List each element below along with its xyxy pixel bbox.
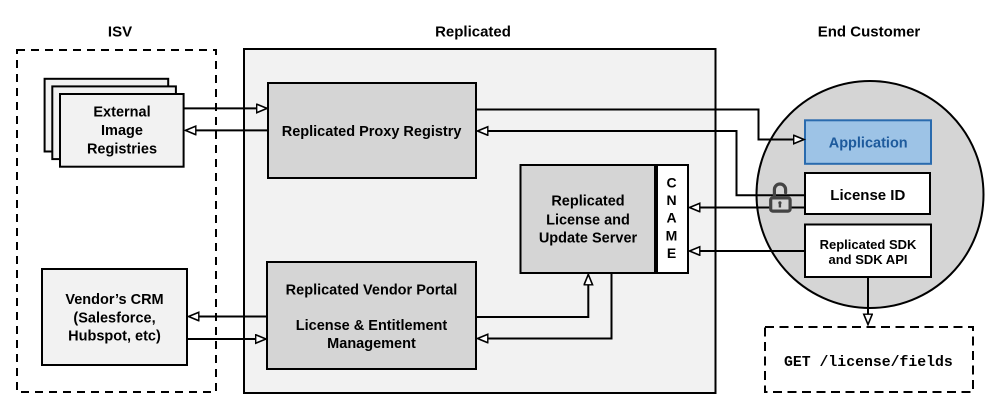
svg-text:Vendor’s CRM: Vendor’s CRM	[65, 292, 163, 308]
svg-text:Replicated: Replicated	[435, 24, 511, 41]
svg-text:End Customer: End Customer	[818, 23, 921, 40]
svg-text:License and: License and	[546, 212, 630, 228]
svg-text:(Salesforce,: (Salesforce,	[73, 310, 155, 326]
svg-text:Replicated SDK: Replicated SDK	[820, 237, 917, 252]
svg-text:External: External	[93, 105, 150, 121]
svg-text:GET /license/fields: GET /license/fields	[784, 355, 953, 371]
svg-text:Replicated Vendor Portal: Replicated Vendor Portal	[286, 282, 458, 298]
svg-text:Replicated: Replicated	[551, 194, 624, 210]
svg-text:N: N	[666, 192, 676, 208]
svg-text:Hubspot, etc): Hubspot, etc)	[68, 329, 161, 345]
svg-text:ISV: ISV	[108, 23, 132, 40]
svg-text:Image: Image	[101, 123, 143, 139]
svg-text:Replicated Proxy Registry: Replicated Proxy Registry	[282, 124, 462, 140]
svg-text:Management: Management	[327, 336, 416, 352]
svg-text:E: E	[667, 245, 676, 261]
svg-text:A: A	[666, 210, 676, 226]
svg-text:License ID: License ID	[830, 187, 905, 204]
svg-text:and SDK API: and SDK API	[829, 252, 908, 267]
svg-text:M: M	[666, 227, 678, 243]
svg-text:C: C	[666, 174, 676, 190]
svg-text:Registries: Registries	[87, 142, 157, 158]
svg-text:License & Entitlement: License & Entitlement	[296, 318, 448, 334]
svg-text:Update Server: Update Server	[539, 231, 638, 247]
svg-text:Application: Application	[829, 135, 908, 151]
